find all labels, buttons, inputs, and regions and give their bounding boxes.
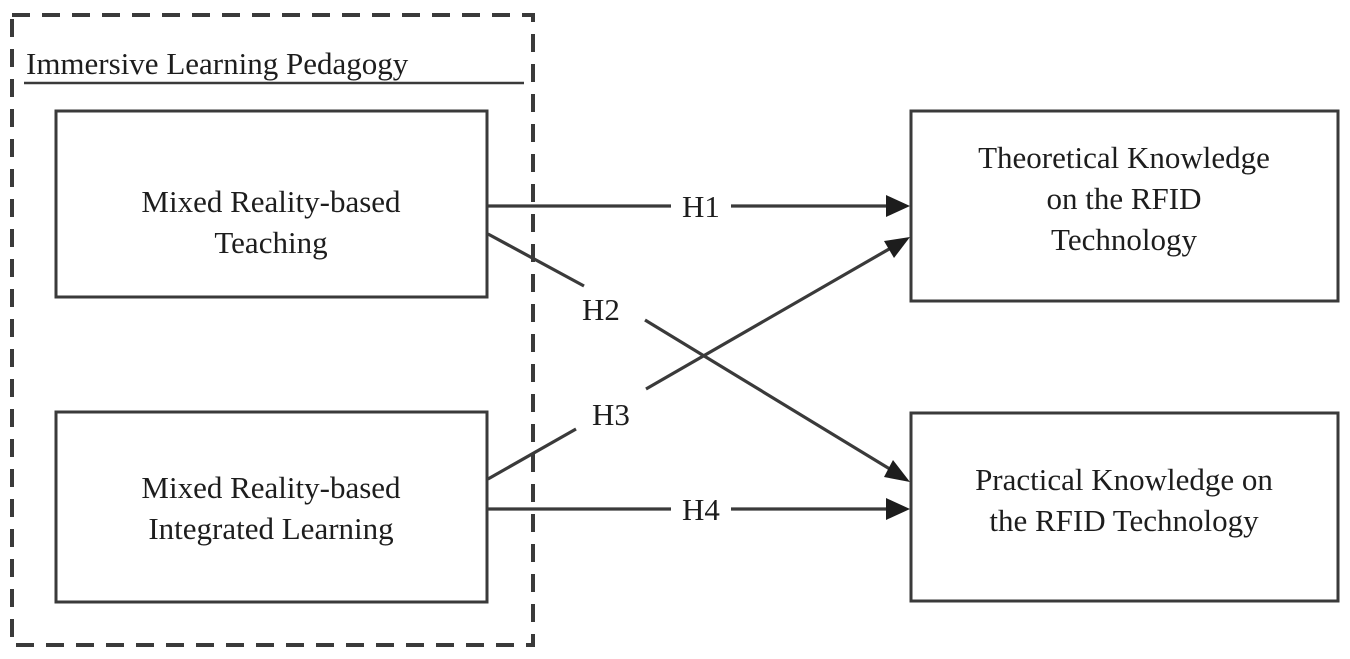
node-practical-knowledge[interactable]: Practical Knowledge on the RFID Technolo… [909,411,1340,603]
h3-label-backdrop [581,394,641,432]
hypothesis-label-h1: H1 [682,189,720,224]
h2-label-backdrop [571,289,631,327]
hypothesis-label-h3: H3 [592,397,630,432]
hypothesis-label-h1-group: H1 [671,186,731,224]
h2-line-segment-1 [487,232,585,288]
hypothesis-label-h4: H4 [682,492,720,527]
node-theoretical-knowledge[interactable]: Theoretical Knowledge on the RFID Techno… [909,109,1340,303]
node-mr-teaching-line2: Teaching [214,225,327,260]
group-title-label: Immersive Learning Pedagogy [26,46,409,81]
node-practical-line2: the RFID Technology [989,503,1259,538]
node-mixed-reality-based-teaching[interactable]: Mixed Reality-based Teaching [54,109,489,299]
node-mr-integrated-rect[interactable] [54,410,489,604]
node-mixed-reality-based-integrated-learning[interactable]: Mixed Reality-based Integrated Learning [54,410,489,604]
h1-arrow-head [886,195,910,217]
node-practical-rect[interactable] [909,411,1340,603]
h1-label-backdrop [671,186,731,224]
hypothesis-label-h2-group: H2 [571,289,631,327]
node-theoretical-line1: Theoretical Knowledge [978,140,1270,175]
hypothesis-label-h4-group: H4 [671,489,731,527]
immersive-learning-pedagogy-group [10,13,535,647]
hypothesis-label-h3-group: H3 [581,394,641,432]
hypothesis-path-h3 [487,237,910,481]
h3-line-segment-1 [487,427,577,481]
hypothesis-path-h2 [487,232,910,482]
node-mr-teaching-line1: Mixed Reality-based [141,184,401,219]
h4-arrow-head [886,498,910,520]
node-theoretical-line2: on the RFID [1047,181,1202,216]
h2-line-segment-2 [644,318,904,479]
node-practical-line1: Practical Knowledge on [975,462,1273,497]
node-mr-integrated-line2: Integrated Learning [148,511,393,546]
node-mr-teaching-rect[interactable] [54,109,489,299]
h4-label-backdrop [671,489,731,527]
h2-arrow-head [884,460,910,482]
h3-line-segment-2 [645,239,904,391]
node-theoretical-line3: Technology [1051,222,1197,257]
node-theoretical-rect[interactable] [909,109,1340,303]
node-mr-integrated-line1: Mixed Reality-based [141,470,401,505]
h3-arrow-head [884,237,910,258]
hypothesis-label-h2: H2 [582,292,620,327]
